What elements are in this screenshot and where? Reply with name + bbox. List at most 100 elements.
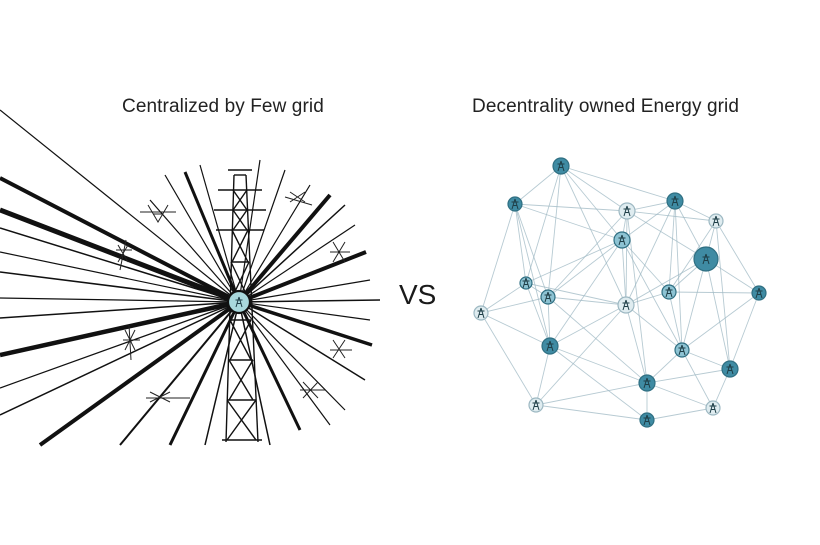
grid-node	[705, 400, 721, 416]
vs-label: VS	[399, 279, 437, 310]
centralized-grid-diagram	[0, 109, 381, 447]
mesh-edge	[646, 382, 714, 409]
mesh-edge	[625, 200, 676, 306]
mesh-edge	[626, 210, 717, 222]
decentralized-grid-title: Decentrality owned Energy grid	[472, 96, 740, 117]
mesh-edge	[535, 304, 627, 406]
mesh-edge	[480, 203, 516, 314]
power-line	[0, 301, 240, 416]
grid-node	[639, 412, 655, 428]
mesh-edge	[681, 349, 731, 370]
power-line	[238, 299, 381, 303]
mesh-edge	[621, 200, 676, 241]
mesh-edge	[547, 296, 648, 384]
mesh-edge	[549, 345, 648, 421]
power-line	[238, 169, 286, 303]
mesh-connections	[480, 165, 760, 421]
power-line	[0, 109, 240, 303]
grid-node	[674, 342, 690, 358]
central-hub-node	[226, 289, 252, 315]
grid-node	[519, 276, 533, 290]
power-line	[238, 301, 346, 411]
grid-node	[618, 202, 636, 220]
mesh-edge	[549, 239, 623, 347]
mesh-edge	[549, 304, 627, 347]
mesh-edge	[547, 210, 628, 298]
mesh-edge	[514, 203, 527, 284]
power-line	[168, 301, 241, 446]
mesh-edge	[621, 239, 670, 293]
grid-node	[613, 231, 631, 249]
power-line	[38, 300, 241, 447]
mesh-edge	[625, 304, 648, 384]
mesh-edge	[547, 165, 562, 298]
power-line	[199, 164, 240, 303]
power-line	[238, 300, 373, 347]
mesh-edge	[668, 291, 683, 351]
mesh-edge	[480, 312, 537, 406]
mesh-edge	[560, 165, 623, 241]
mesh-edge	[681, 292, 760, 351]
grid-node	[552, 157, 570, 175]
radial-power-lines	[0, 109, 381, 447]
side-transmission-towers	[116, 191, 352, 403]
mesh-edge	[715, 220, 731, 370]
grid-node	[473, 305, 489, 321]
mesh-edge	[547, 296, 627, 306]
power-line	[238, 301, 366, 381]
power-line	[0, 301, 240, 389]
grid-node	[638, 374, 656, 392]
mesh-edge	[681, 349, 714, 409]
mesh-edge	[514, 203, 623, 241]
mesh-edge	[729, 292, 760, 370]
mesh-edge	[514, 203, 628, 212]
mesh-edge	[525, 239, 623, 284]
power-line	[0, 299, 240, 358]
mesh-edge	[480, 296, 549, 314]
grid-node	[528, 397, 544, 413]
mesh-edge	[668, 291, 760, 294]
grid-node	[541, 337, 559, 355]
mesh-edge	[705, 258, 731, 370]
mesh-edge	[621, 239, 683, 351]
grid-node	[693, 246, 719, 272]
grid-node	[507, 196, 523, 212]
mesh-edge	[646, 407, 714, 421]
power-line	[0, 301, 240, 319]
mesh-edge	[625, 304, 683, 351]
power-line	[164, 174, 240, 303]
mesh-edge	[560, 165, 628, 212]
power-line	[238, 204, 346, 303]
mesh-edge	[480, 282, 527, 314]
power-line	[238, 224, 356, 303]
mesh-edge	[514, 165, 562, 205]
power-line	[0, 271, 240, 303]
mesh-nodes	[473, 157, 767, 428]
grid-node	[666, 192, 684, 210]
mesh-edge	[547, 239, 623, 298]
mesh-edge	[668, 220, 717, 293]
power-line	[238, 159, 261, 303]
mesh-edge	[625, 210, 628, 306]
grid-node	[617, 296, 635, 314]
power-line	[119, 301, 240, 446]
power-line	[0, 251, 240, 303]
power-line	[238, 301, 371, 321]
mesh-edge	[560, 165, 676, 202]
grid-node	[708, 213, 724, 229]
power-line	[237, 193, 332, 304]
grid-node	[540, 289, 556, 305]
mesh-edge	[626, 210, 707, 260]
power-line	[149, 199, 240, 303]
mesh-edge	[674, 200, 683, 351]
power-line	[238, 279, 371, 303]
central-transmission-tower	[214, 169, 266, 443]
mesh-edge	[514, 203, 551, 347]
mesh-edge	[535, 404, 648, 421]
grid-node	[661, 284, 677, 300]
mesh-edge	[514, 203, 549, 298]
centralized-grid-title: Centralized by Few grid	[122, 96, 324, 117]
mesh-edge	[681, 258, 707, 351]
power-line	[119, 239, 240, 303]
